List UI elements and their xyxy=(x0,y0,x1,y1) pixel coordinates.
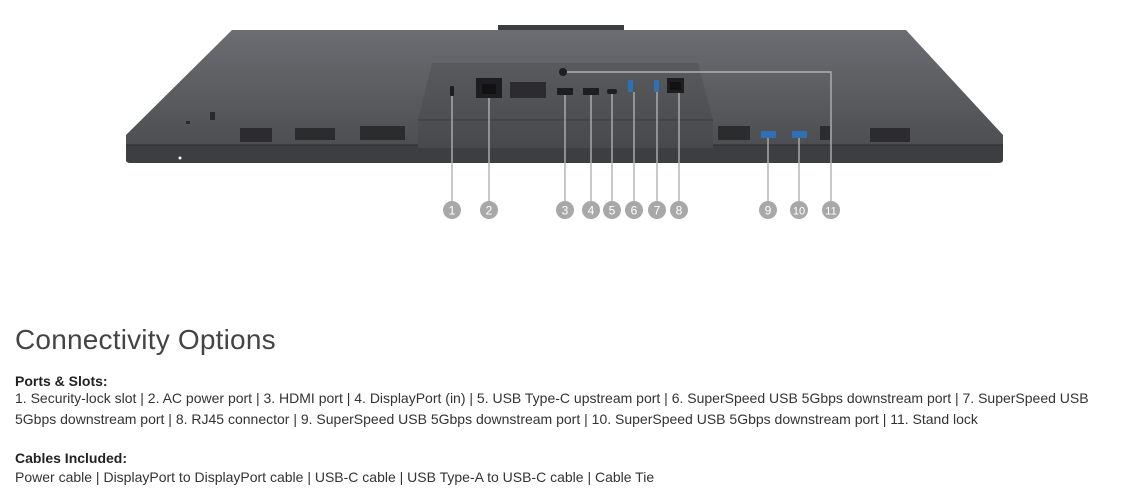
svg-text:6: 6 xyxy=(631,204,638,218)
callout-4: 4 xyxy=(582,201,600,219)
cables-included-text: Power cable | DisplayPort to DisplayPort… xyxy=(15,469,655,485)
usb-c-upstream-port xyxy=(607,89,617,94)
stand-lock xyxy=(559,68,567,76)
svg-text:2: 2 xyxy=(486,204,493,218)
security-lock-slot xyxy=(450,86,454,96)
callout-7: 7 xyxy=(648,201,666,219)
usb-downstream-port-6 xyxy=(628,80,633,92)
svg-text:3: 3 xyxy=(562,204,569,218)
svg-text:4: 4 xyxy=(588,204,595,218)
callout-10: 10 xyxy=(790,201,808,219)
ports-slots-label: Ports & Slots: xyxy=(15,373,108,389)
hdmi-port xyxy=(557,88,573,95)
monitor-rear-diagram: 1 2 3 4 5 6 7 8 9 10 11 xyxy=(126,25,1003,219)
callout-9: 9 xyxy=(759,201,777,219)
svg-text:1: 1 xyxy=(449,204,456,218)
svg-text:11: 11 xyxy=(825,206,836,218)
callout-3: 3 xyxy=(556,201,574,219)
vent-center xyxy=(510,82,546,98)
vent-left xyxy=(240,126,405,142)
callout-2: 2 xyxy=(480,201,498,219)
callout-1: 1 xyxy=(443,201,461,219)
usb-downstream-port-7 xyxy=(654,80,659,92)
rj45-connector xyxy=(667,78,684,93)
svg-text:7: 7 xyxy=(654,204,661,218)
connectivity-heading: Connectivity Options xyxy=(15,324,276,355)
svg-text:9: 9 xyxy=(765,204,772,218)
svg-text:8: 8 xyxy=(676,204,683,218)
ports-slots-text: 1. Security-lock slot | 2. AC power port… xyxy=(15,390,1089,427)
callout-5: 5 xyxy=(603,201,621,219)
usb-downstream-port-9 xyxy=(761,131,776,138)
ac-power-port xyxy=(476,78,502,98)
callout-11: 11 xyxy=(822,201,840,219)
vent-right xyxy=(718,126,910,142)
svg-text:5: 5 xyxy=(609,204,616,218)
callout-8: 8 xyxy=(670,201,688,219)
callout-6: 6 xyxy=(625,201,643,219)
displayport-in xyxy=(583,88,599,95)
svg-text:10: 10 xyxy=(793,206,805,218)
usb-downstream-port-10 xyxy=(792,131,807,138)
leader-lines xyxy=(451,71,832,201)
cables-included-label: Cables Included: xyxy=(15,450,128,466)
